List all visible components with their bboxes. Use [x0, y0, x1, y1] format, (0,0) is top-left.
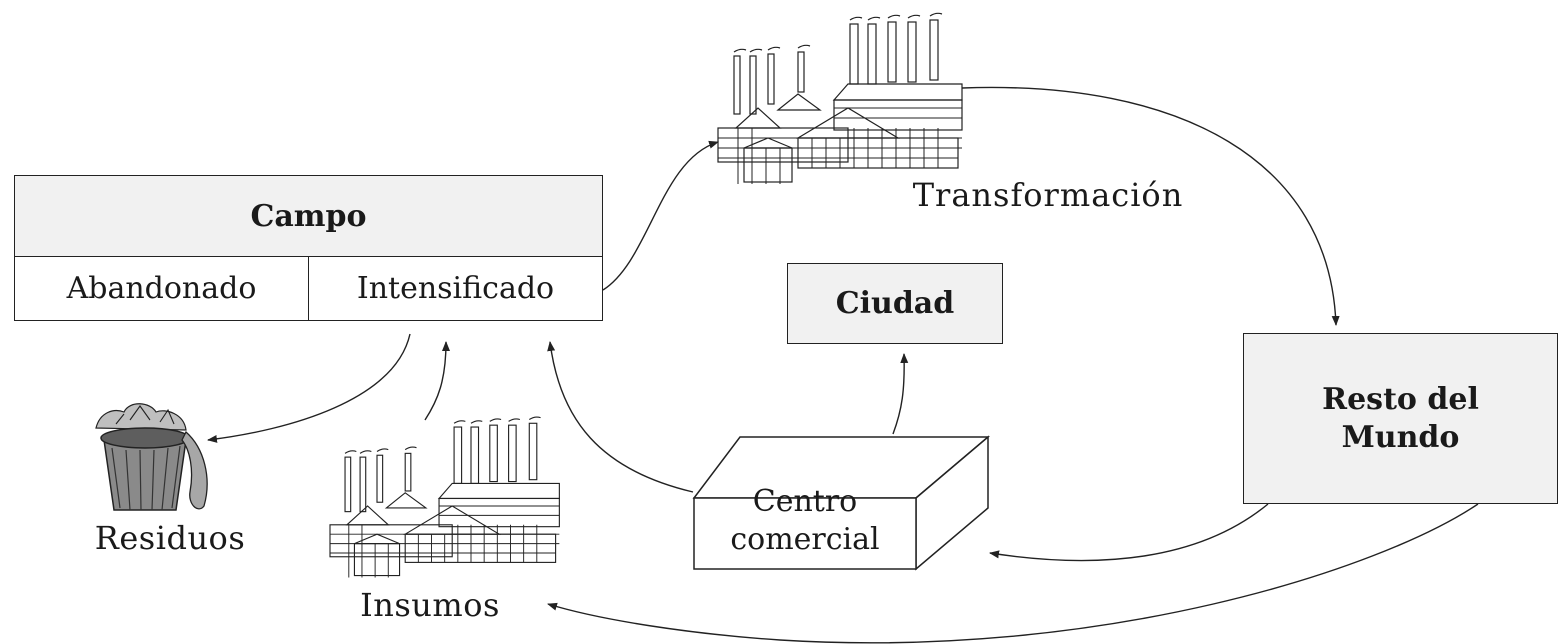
resto-del-mundo-box: Resto del Mundo: [1243, 333, 1558, 504]
arrow-campo-to-residuos: [207, 333, 411, 443]
centro-comercial-line2: comercial: [730, 522, 880, 557]
centro-comercial-box: [692, 435, 991, 571]
arrow-centro-to-ciudad: [892, 353, 909, 435]
arrow-intensificado-to-transformacion: [602, 140, 719, 291]
arrow-resto-to-centro: [989, 503, 1269, 562]
trash-can-icon: [95, 403, 208, 511]
centro-comercial-line1: Centro: [752, 484, 858, 519]
ciudad-box: Ciudad: [787, 263, 1003, 344]
ciudad-label: Ciudad: [835, 286, 955, 321]
campo-intensificado-cell: Intensificado: [356, 271, 555, 306]
insumos-label: Insumos: [360, 586, 500, 624]
arrow-insumos-to-intensificado: [424, 341, 450, 421]
factory-icon: [717, 12, 963, 184]
residuos-label: Residuos: [94, 519, 246, 557]
arrow-transformacion-to-resto: [961, 86, 1340, 326]
resto-del-mundo-line2: Mundo: [1341, 419, 1460, 455]
transformacion-label: Transformación: [912, 176, 1184, 214]
resto-del-mundo-line1: Resto del: [1322, 381, 1479, 417]
centro-comercial-label: Centro comercial: [694, 483, 916, 559]
campo-abandonado-cell: Abandonado: [15, 257, 309, 320]
campo-title: Campo: [15, 176, 602, 257]
campo-box: Campo Abandonado Intensificado: [14, 175, 603, 321]
factory-icon: [329, 416, 560, 578]
arrow-resto-to-insumos: [547, 503, 1479, 644]
arrow-centro-to-intensificado: [547, 341, 694, 493]
